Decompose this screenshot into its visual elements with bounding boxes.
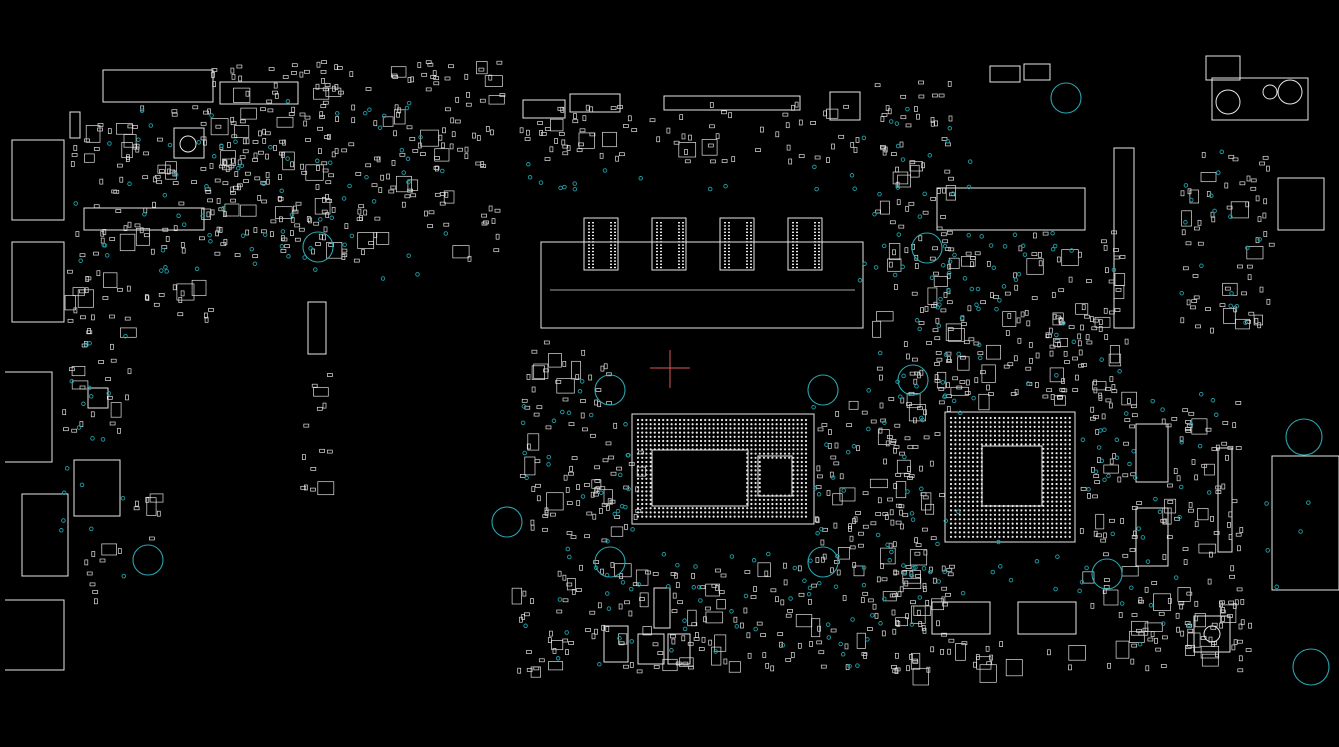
vias xyxy=(59,99,1311,669)
circle-outline-icon xyxy=(594,546,626,578)
circle-outline-icon xyxy=(1285,418,1323,456)
circle-outline-icon xyxy=(594,374,626,406)
top-left-connectors xyxy=(69,69,299,231)
circle-outline-icon xyxy=(1091,558,1123,590)
gpu-bga xyxy=(944,411,1076,543)
circle-outline-icon xyxy=(897,364,929,396)
circle-outline-icon xyxy=(1050,82,1082,114)
circle-outline-icon xyxy=(302,231,334,263)
left-section-components xyxy=(73,127,327,517)
left-io-connectors xyxy=(5,139,69,671)
mounting-holes xyxy=(132,82,1330,686)
circle-outline-icon xyxy=(132,544,164,576)
circle-outline-icon xyxy=(807,374,839,406)
circle-outline-icon xyxy=(491,506,523,538)
circle-outline-icon xyxy=(807,546,839,578)
bottom-components xyxy=(603,587,1231,665)
memory-module-area xyxy=(522,91,864,329)
crosshair-icon[interactable] xyxy=(650,350,690,388)
circle-outline-icon xyxy=(1292,648,1330,686)
circle-outline-icon xyxy=(911,232,943,264)
right-side-components xyxy=(936,55,1339,591)
passive-components xyxy=(62,60,1275,686)
cpu-bga xyxy=(588,222,820,525)
